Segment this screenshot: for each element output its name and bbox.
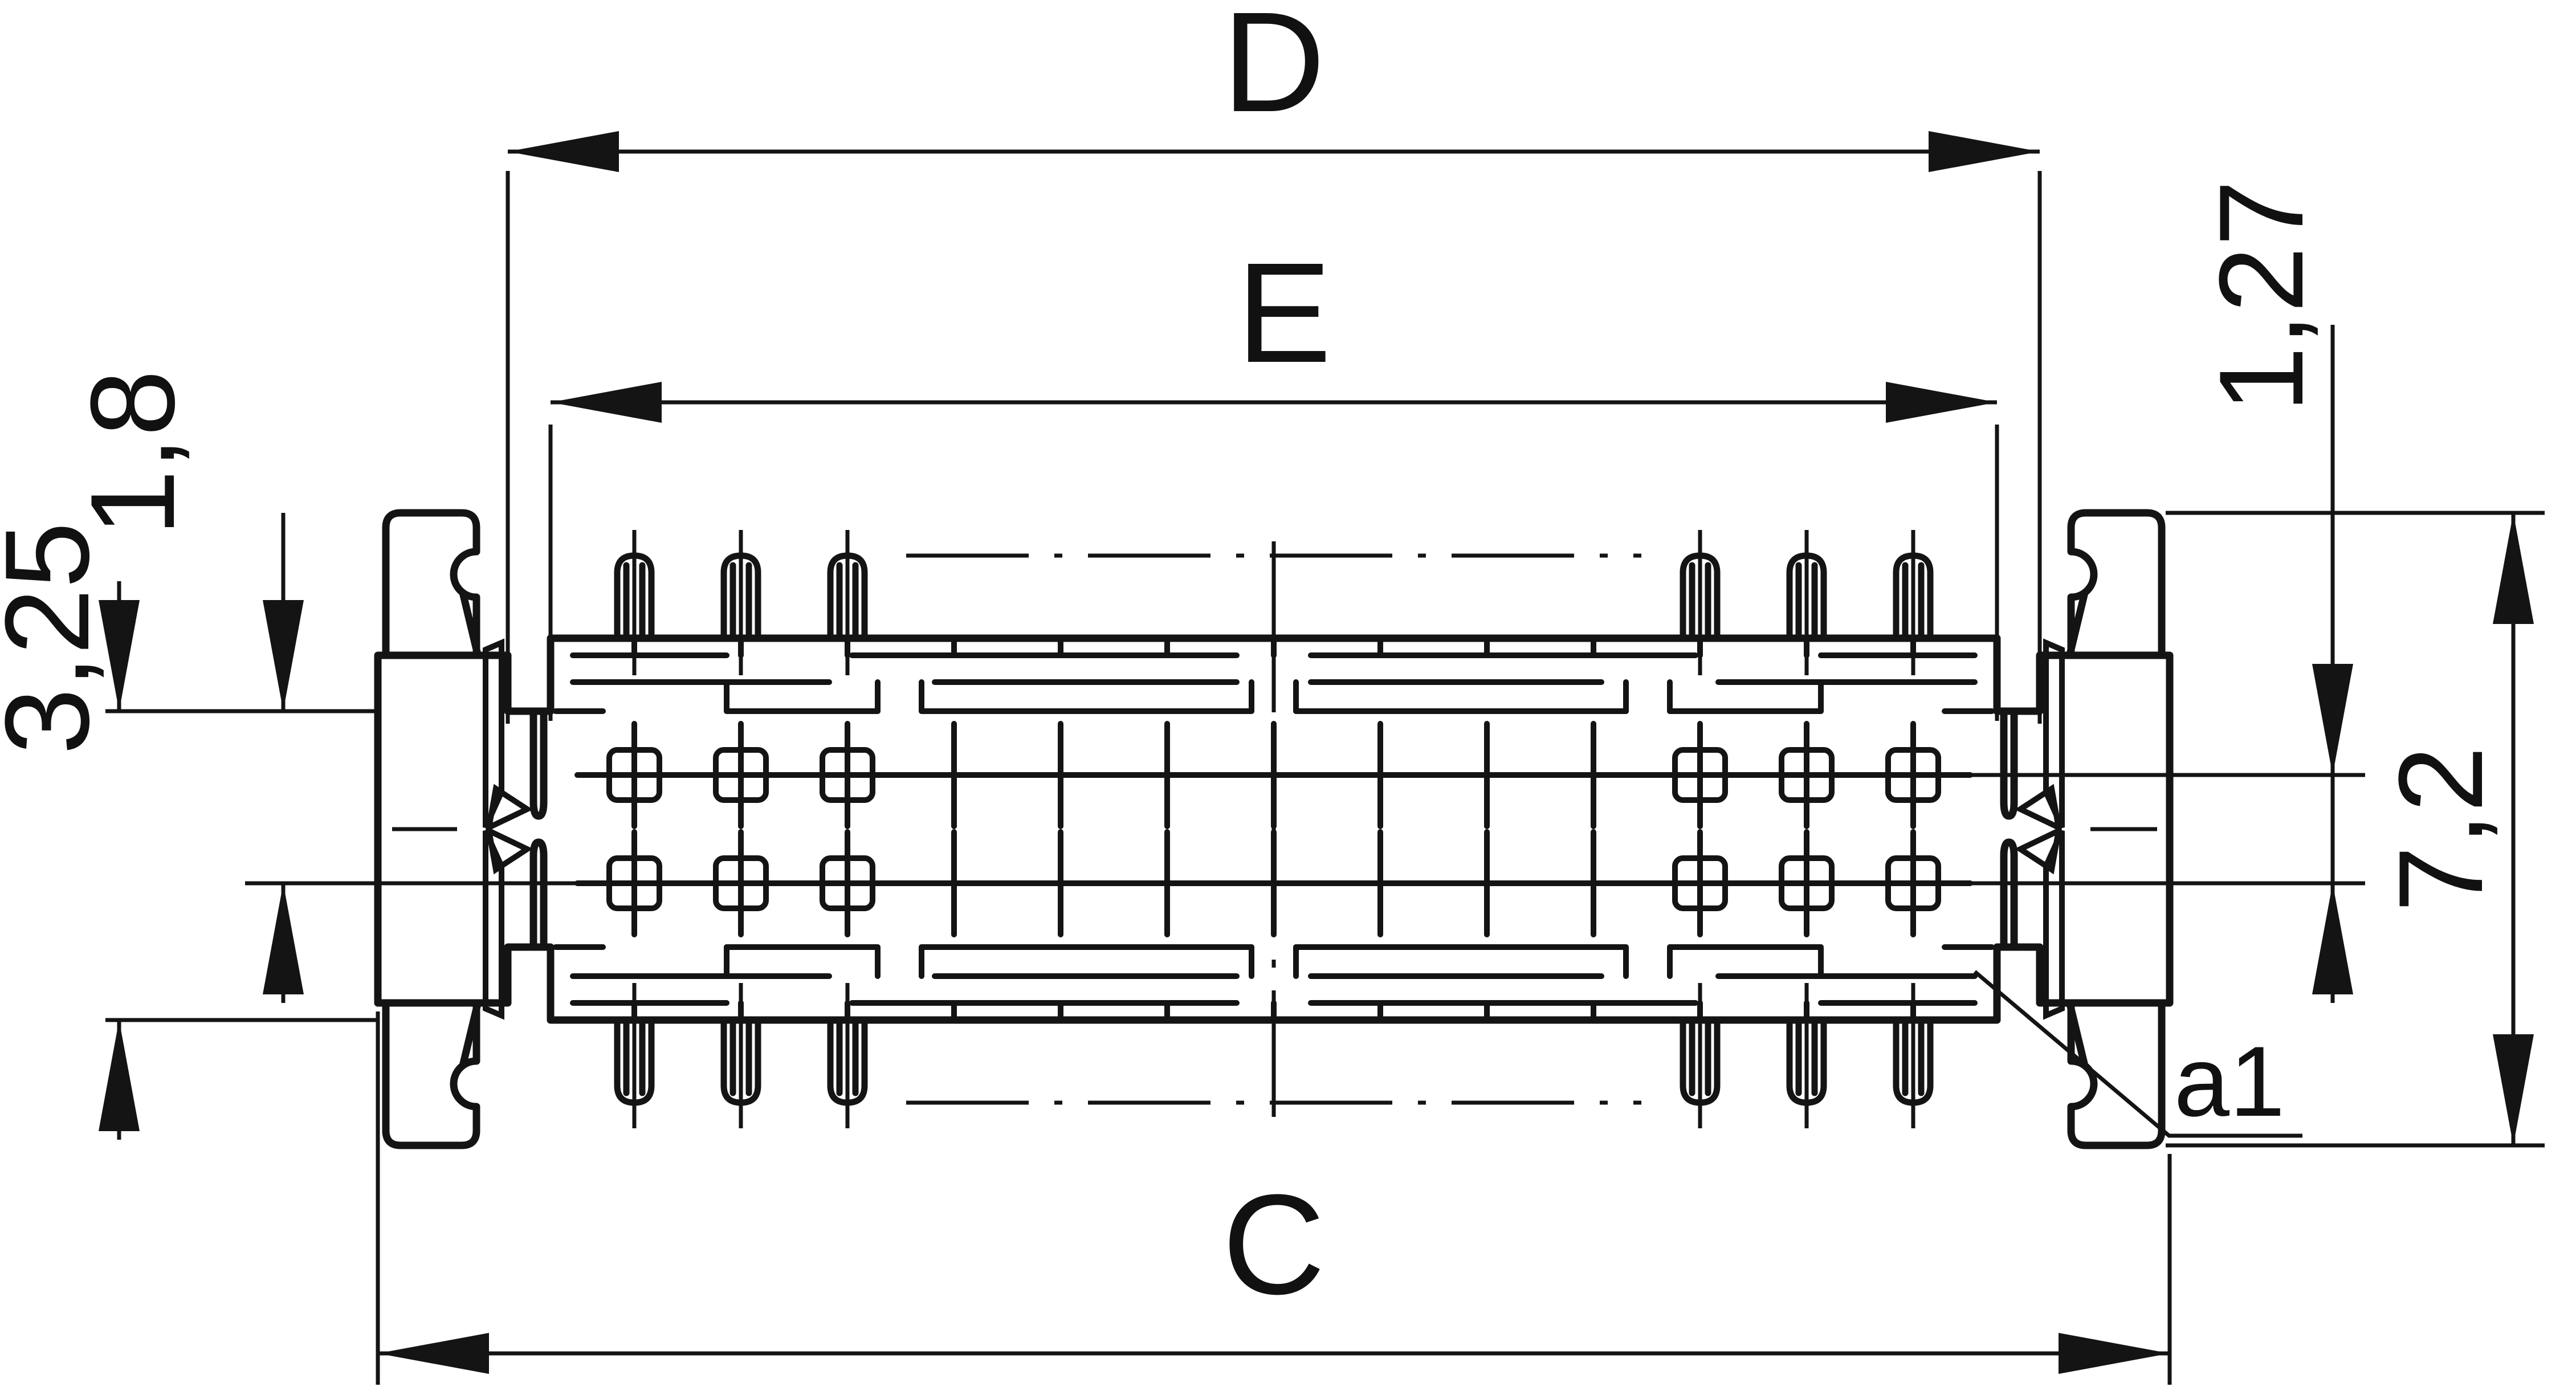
contact-plain: [1001, 721, 1120, 829]
callout-a1: a1: [1973, 970, 2302, 1138]
solder-pin-bottom: [1680, 983, 1721, 1128]
contact-boxed: [1747, 829, 1866, 937]
callout-a1-label: a1: [2174, 1026, 2285, 1137]
dim-3-25-label: 3,25: [0, 522, 114, 755]
contact-plain: [1214, 721, 1334, 829]
contact-boxed: [1640, 829, 1760, 937]
solder-pin-top: [1786, 530, 1827, 675]
contact-plain: [1320, 721, 1440, 829]
solder-pin-bottom: [1786, 983, 1827, 1128]
centerlines: [392, 541, 2157, 1117]
dim-1-8-label: 1,8: [66, 370, 199, 536]
contact-plain: [1534, 721, 1653, 829]
contact-boxed: [1640, 721, 1760, 829]
solder-pin-top: [720, 530, 761, 675]
solder-pin-bottom: [1893, 983, 1934, 1128]
end-left-bottom: [386, 789, 544, 1145]
solder-pin-top: [827, 530, 868, 675]
solder-pin-bottom: [720, 983, 761, 1128]
contact-plain: [1214, 829, 1334, 937]
end-left-top: [386, 513, 544, 870]
contact-boxed: [1747, 721, 1866, 829]
contact-plain: [1107, 829, 1227, 937]
contact-plain: [1001, 829, 1120, 937]
contacts: [574, 721, 1973, 937]
dim-3-25: 3,25: [0, 522, 378, 1140]
end-right-bottom: [2004, 789, 2162, 1145]
dim-1-8: 1,8: [66, 370, 378, 1003]
contact-plain: [894, 721, 1014, 829]
dim-1-27: 1,27: [2194, 180, 2353, 1003]
dim-C: C: [376, 1011, 2172, 1385]
dim-1-27-label: 1,27: [2194, 180, 2328, 413]
contact-plain: [1427, 721, 1547, 829]
dim-D: D: [506, 0, 2042, 724]
contact-boxed: [574, 829, 694, 937]
solder-pin-top: [614, 530, 655, 675]
solder-pin-top: [1680, 530, 1721, 675]
dim-C-label: C: [1222, 1165, 1326, 1324]
contact-plain: [1320, 829, 1440, 937]
solder-pin-bottom: [827, 983, 868, 1128]
contact-boxed: [788, 829, 907, 937]
contact-boxed: [1853, 721, 1973, 829]
end-right-top: [2004, 513, 2162, 870]
solder-pins: [614, 530, 1934, 1128]
dim-D-label: D: [1222, 0, 1326, 141]
dim-7-2: 7,2: [2166, 511, 2545, 1148]
contact-boxed: [1853, 829, 1973, 937]
contact-plain: [894, 829, 1014, 937]
dim-E: E: [548, 233, 1999, 721]
dim-7-2-label: 7,2: [2374, 746, 2508, 912]
contact-plain: [1534, 829, 1653, 937]
contact-plain: [1427, 829, 1547, 937]
contact-plain: [1107, 721, 1227, 829]
solder-pin-top: [1893, 530, 1934, 675]
contact-boxed: [681, 829, 801, 937]
contact-boxed: [574, 721, 694, 829]
contact-boxed: [788, 721, 907, 829]
dim-E-label: E: [1237, 233, 1332, 392]
solder-pin-bottom: [614, 983, 655, 1128]
contact-boxed: [681, 721, 801, 829]
